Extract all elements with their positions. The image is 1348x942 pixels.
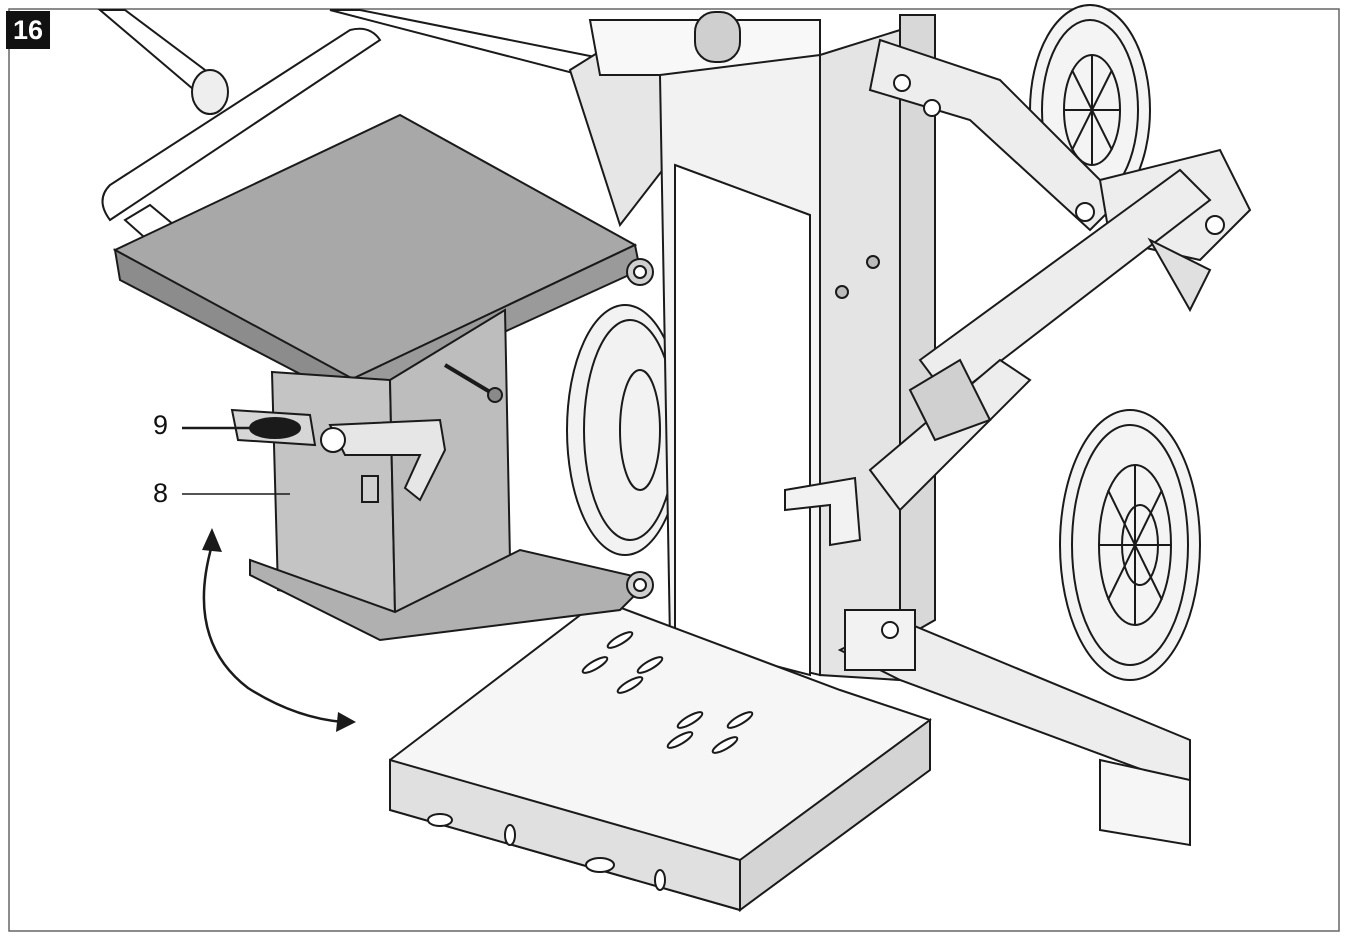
- base-plate: [389, 598, 932, 912]
- hook-bracket: [784, 476, 862, 547]
- callout-label-8: 8: [153, 478, 169, 508]
- support-leg: [837, 609, 1191, 847]
- clamp-lever: [230, 408, 447, 503]
- figure-frame: [8, 8, 1340, 932]
- figure-number-badge: 16: [6, 11, 50, 49]
- folding-arm: [868, 38, 1252, 512]
- lower-wheel: [1059, 409, 1201, 681]
- main-column: [658, 14, 936, 682]
- curved-double-arrow-icon: [202, 528, 356, 732]
- callout-label-9: 9: [153, 410, 169, 440]
